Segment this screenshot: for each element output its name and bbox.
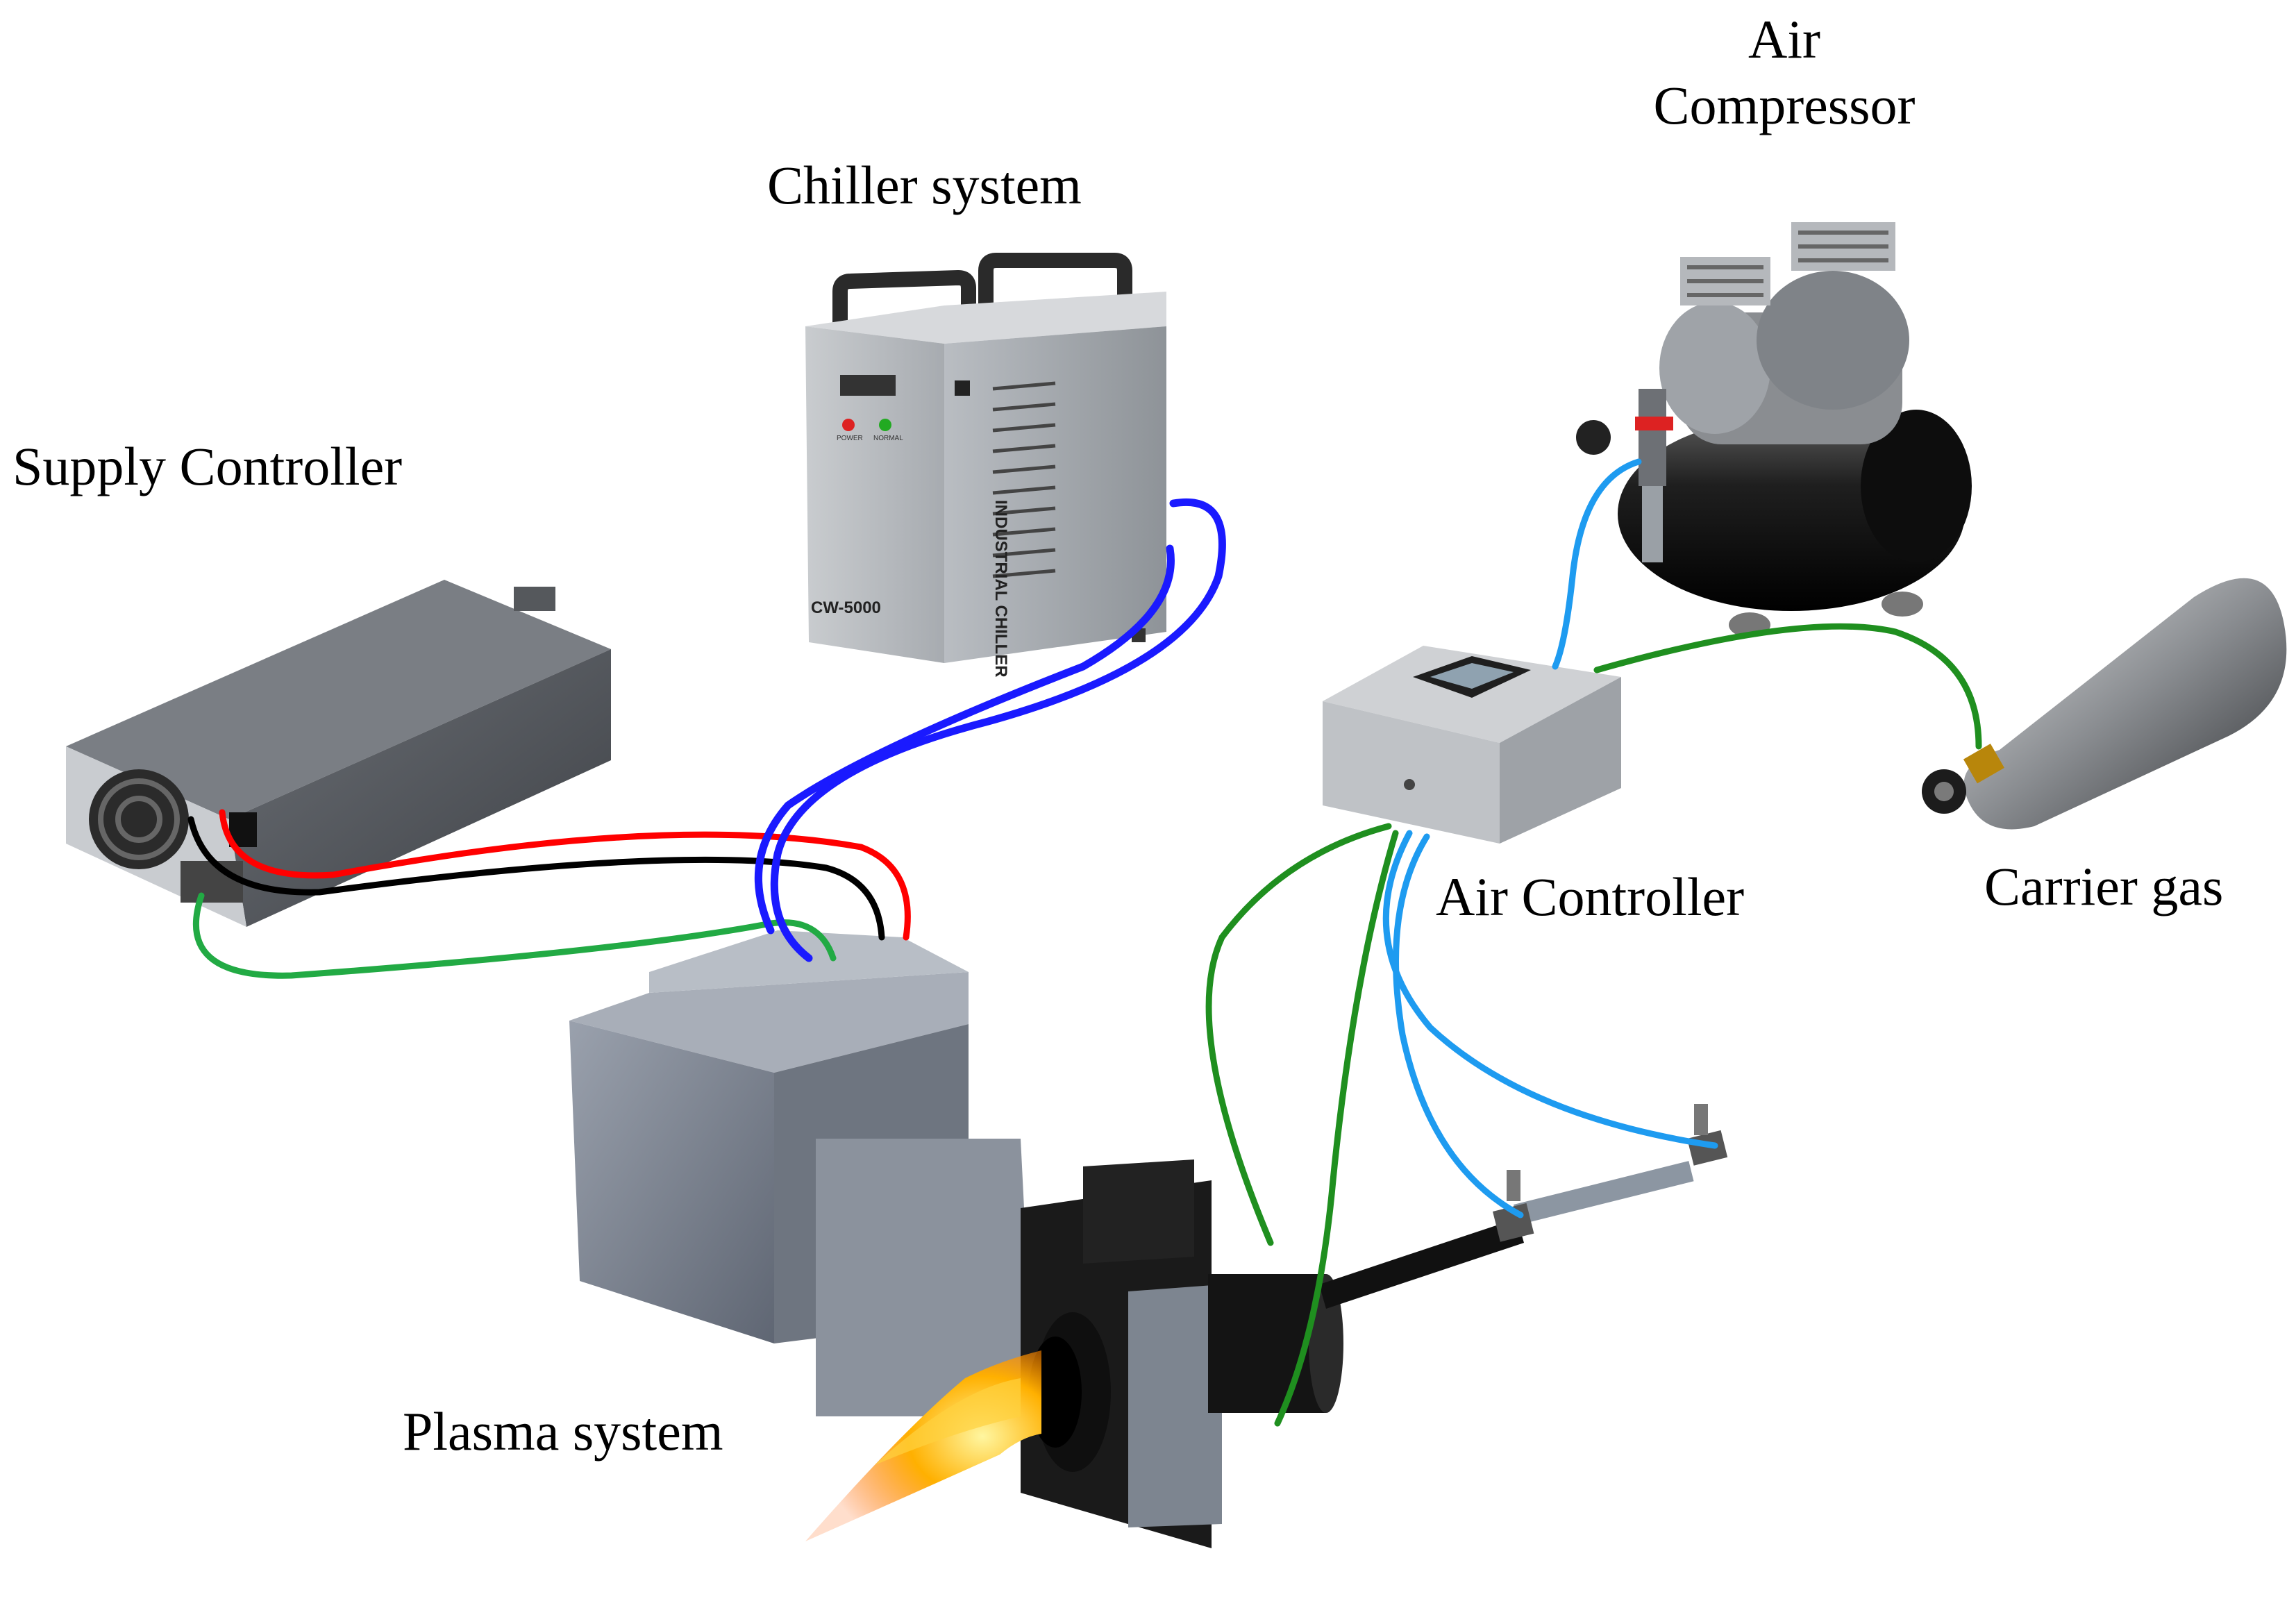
- gas-line-plasma-2: [1274, 830, 1399, 1427]
- chiller-side-label: INDUSTRIAL CHILLER: [991, 500, 1010, 678]
- chiller-vent-grille: [992, 381, 1056, 578]
- coolant-hose-2: [754, 544, 1175, 935]
- carrier-gas-cylinder: [1922, 578, 2287, 830]
- plasma-system-unit: [569, 930, 1728, 1548]
- gas-line-plasma-1: [1205, 823, 1392, 1246]
- chiller-system-label: Chiller system: [767, 155, 1082, 215]
- carrier-gas-label: Carrier gas: [1984, 856, 2224, 916]
- air-line-compressor: [1552, 458, 1642, 670]
- gas-line-cylinder: [1593, 623, 1982, 750]
- power-cable-red: [219, 809, 911, 941]
- supply-controller-label: Supply Controller: [12, 436, 403, 496]
- ground-cable-green: [192, 892, 837, 979]
- supply-controller-unit: [66, 580, 611, 927]
- air-compressor-label-line1: Air: [1748, 9, 1820, 69]
- air-controller-unit: [1323, 646, 1621, 844]
- connection-lines: [187, 458, 1982, 1427]
- air-compressor-unit: [1576, 222, 1972, 637]
- air-controller-label: Air Controller: [1436, 866, 1745, 927]
- chiller-unit: [805, 253, 1166, 663]
- chiller-model-label: CW-5000: [811, 598, 881, 617]
- air-line-injector-1: [1393, 833, 1524, 1218]
- chiller-power-light-label: POWER: [837, 435, 863, 442]
- plasma-system-label: Plasma system: [403, 1401, 723, 1462]
- power-cable-black: [187, 816, 885, 941]
- chiller-normal-light-label: NORMAL: [873, 435, 903, 442]
- air-compressor-label-line2: Compressor: [1653, 75, 1916, 135]
- coolant-hose-1: [770, 498, 1226, 962]
- air-line-injector-2: [1382, 830, 1718, 1149]
